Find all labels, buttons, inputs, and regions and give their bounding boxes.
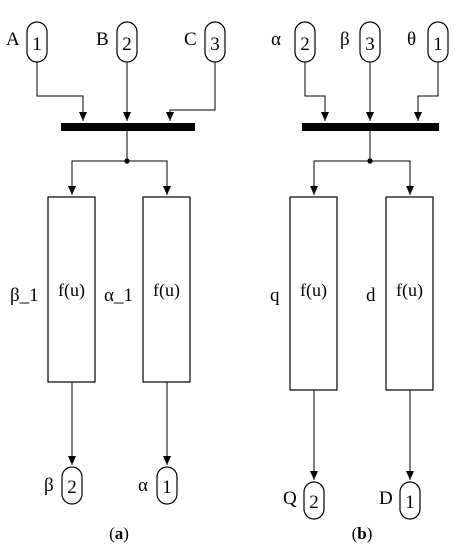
input-port-number: 2 — [300, 34, 310, 55]
block-function-text: f(u) — [58, 280, 85, 301]
mux-bar — [61, 123, 195, 131]
block-label: β_1 — [10, 285, 39, 306]
panel-b: α 2 β 3 θ 1 q f(u) d — [270, 21, 449, 543]
block-shape — [289, 196, 338, 391]
input-port-b[interactable]: B 2 — [96, 21, 138, 63]
output-port-number: 1 — [405, 492, 415, 513]
block-label: d — [366, 285, 376, 306]
output-port-shape — [156, 466, 178, 505]
panel-caption-a: (a) — [109, 524, 129, 543]
output-label: D — [379, 488, 393, 509]
block-shape — [142, 196, 191, 383]
output-port-q[interactable]: Q 2 — [283, 481, 325, 520]
output-label: β — [44, 475, 54, 496]
block-label: α_1 — [104, 285, 133, 306]
input-port-number: 1 — [433, 34, 443, 55]
block-function-text: f(u) — [396, 280, 423, 301]
wire-theta-to-bus — [414, 62, 439, 121]
input-port-beta[interactable]: β 3 — [340, 21, 381, 63]
output-port-alpha[interactable]: α 1 — [138, 466, 178, 505]
fcn-block-d[interactable]: d f(u) — [366, 196, 434, 391]
output-port-beta[interactable]: β 2 — [44, 466, 83, 505]
block-function-text: f(u) — [153, 280, 180, 301]
wire-alpha-to-bus — [304, 62, 329, 121]
fcn-block-alpha1[interactable]: α_1 f(u) — [104, 196, 191, 383]
block-shape — [47, 196, 96, 383]
output-port-number: 2 — [67, 477, 77, 498]
input-label: θ — [407, 29, 416, 50]
output-label: α — [138, 475, 148, 496]
wire-c-to-bus — [166, 62, 216, 121]
panel-caption-b: (b) — [352, 524, 373, 543]
wire-to-block-q — [310, 160, 370, 195]
input-label: C — [184, 29, 197, 50]
input-port-number: 1 — [32, 34, 42, 55]
input-port-number: 3 — [210, 34, 220, 55]
block-label: q — [270, 285, 280, 306]
input-port-a[interactable]: A 1 — [6, 21, 48, 63]
mux-bar — [302, 123, 439, 131]
input-label: A — [6, 29, 20, 50]
block-function-text: f(u) — [300, 280, 327, 301]
output-port-shape — [61, 466, 83, 505]
output-label: Q — [283, 488, 297, 509]
fcn-block-beta1[interactable]: β_1 f(u) — [10, 196, 96, 383]
input-port-theta[interactable]: θ 1 — [407, 21, 449, 63]
input-port-alpha[interactable]: α 2 — [271, 21, 316, 63]
output-port-d[interactable]: D 1 — [379, 481, 421, 520]
wire-to-block-d — [370, 160, 414, 195]
fcn-block-q[interactable]: q f(u) — [270, 196, 338, 391]
output-port-shape — [399, 481, 421, 520]
output-port-number: 1 — [162, 477, 172, 498]
output-port-shape — [303, 481, 325, 520]
panel-a: A 1 B 2 C 3 β_1 f(u) — [6, 21, 226, 543]
input-label: α — [271, 29, 281, 50]
input-label: β — [340, 29, 350, 50]
wire-to-block-alpha1 — [127, 160, 171, 195]
wire-a-to-bus — [36, 62, 87, 121]
output-port-number: 2 — [309, 492, 319, 513]
input-label: B — [96, 29, 109, 50]
input-port-number: 3 — [365, 34, 375, 55]
input-port-c[interactable]: C 3 — [184, 21, 226, 63]
wire-to-block-beta1 — [68, 160, 127, 195]
input-port-number: 2 — [122, 34, 132, 55]
